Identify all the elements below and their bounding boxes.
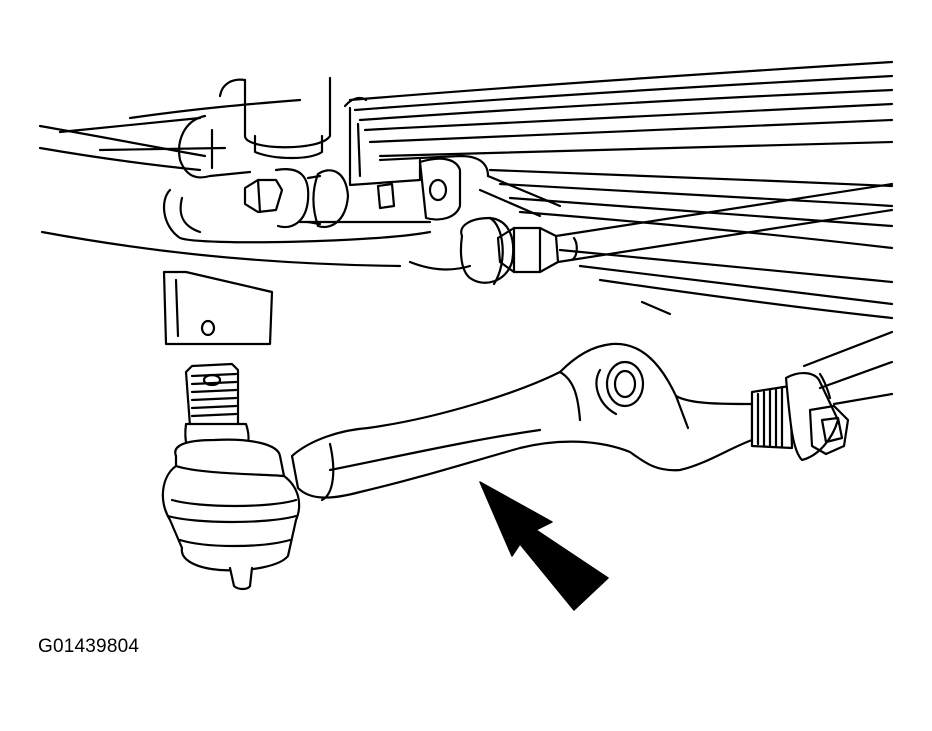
tie-rod-adjuster [750, 330, 894, 462]
figure-code: G01439804 [38, 636, 140, 657]
mounting-bracket [178, 106, 490, 187]
leaf-spring [348, 60, 894, 320]
cross-member [162, 174, 562, 271]
ball-joint-housing [161, 438, 301, 591]
stabilizer-link [459, 182, 894, 286]
frame-rail [38, 98, 402, 268]
shock-absorber [218, 76, 368, 160]
pointer-arrow [479, 481, 609, 611]
clamp-bolt [376, 157, 462, 221]
hanging-plate [162, 270, 274, 346]
upper-bolt [243, 168, 350, 229]
tie-rod-arm [290, 342, 754, 502]
